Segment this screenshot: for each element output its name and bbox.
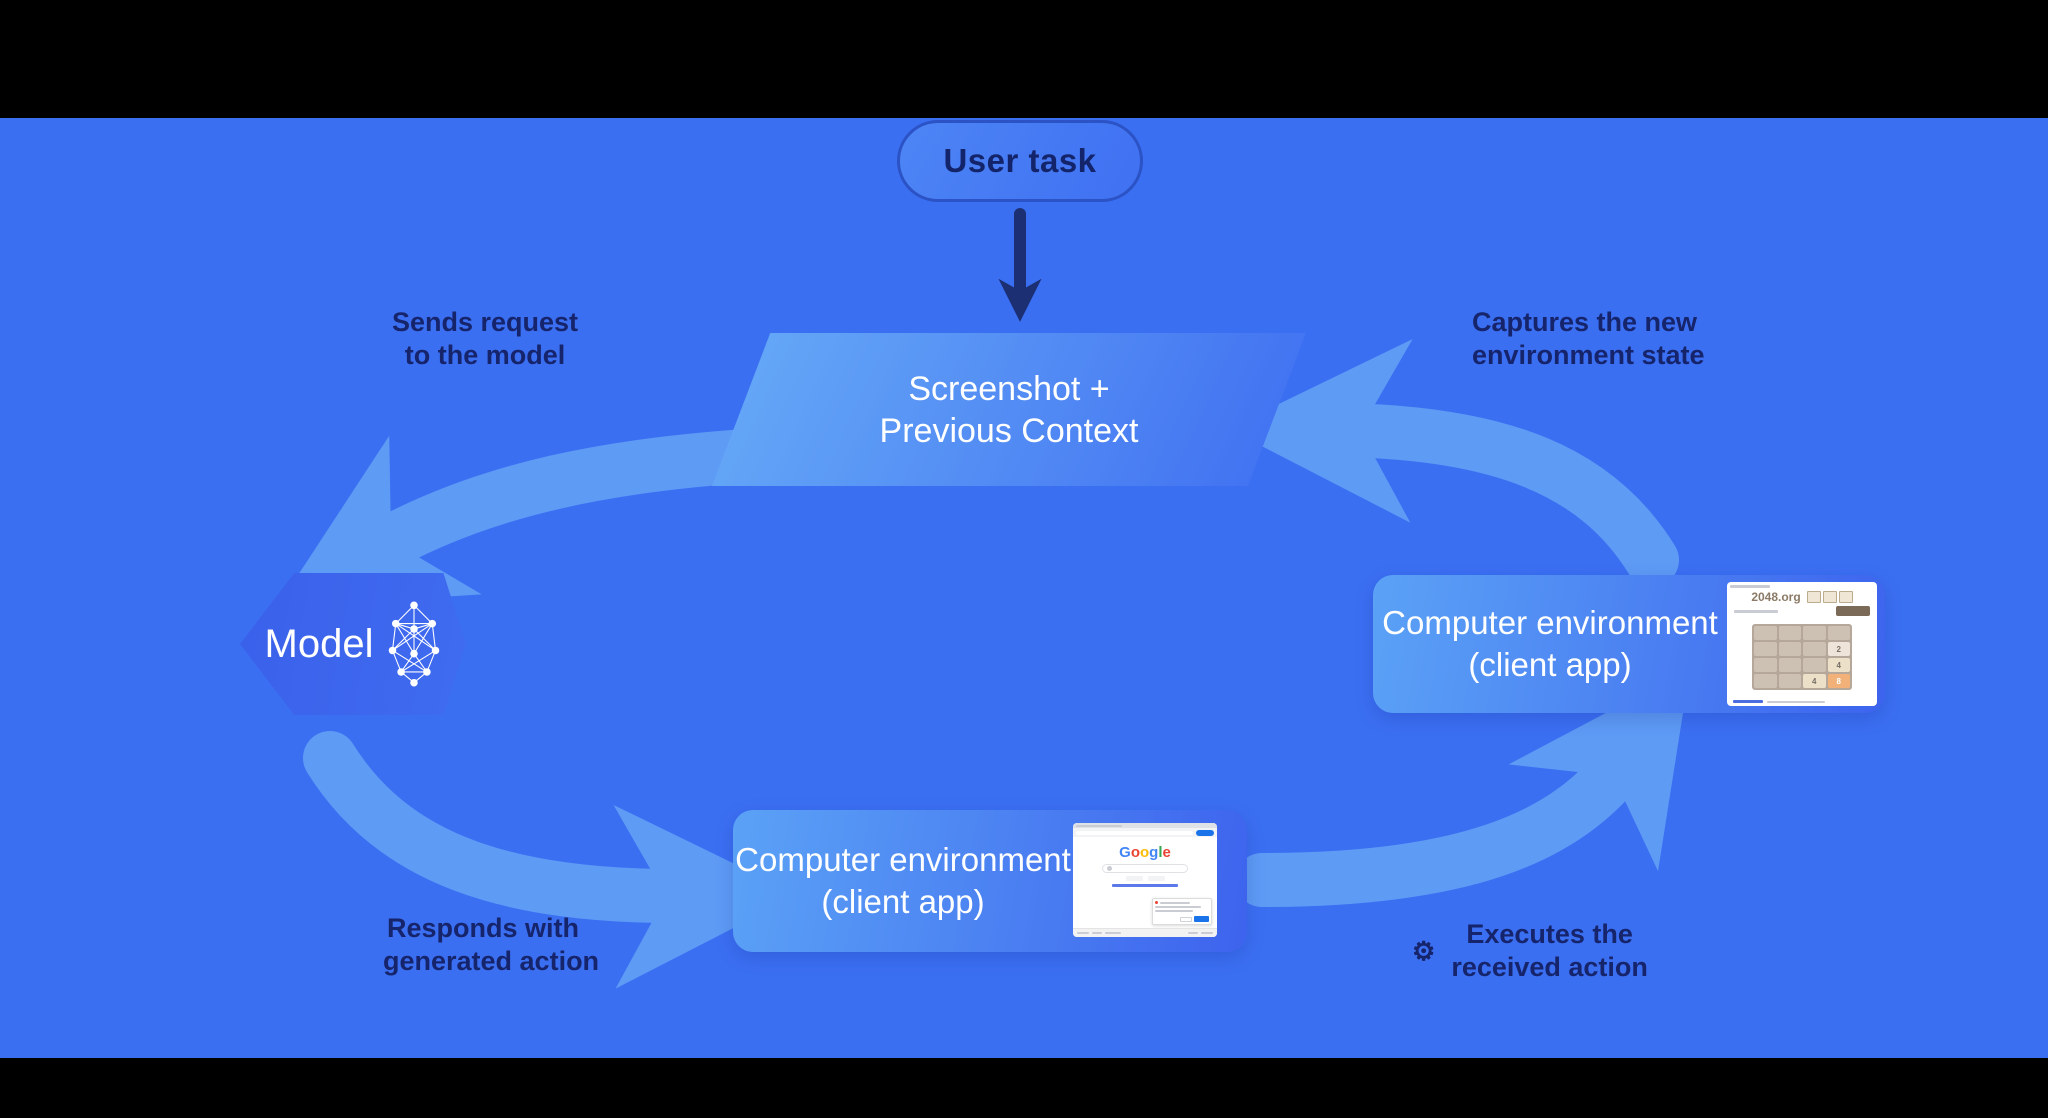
neural-network-icon — [389, 601, 440, 687]
instruction-text-bar — [1734, 609, 1778, 613]
user-task-label: User task — [943, 142, 1097, 179]
arrow-label-line: Captures the new — [1472, 307, 1698, 337]
dialog-text-bar — [1160, 901, 1190, 904]
arrow-label-line: generated action — [383, 946, 600, 976]
gear-icon: ⚙ — [1412, 935, 1436, 966]
cookie-secondary-button — [1180, 916, 1192, 922]
tile-8: 8 — [1827, 674, 1850, 688]
privacy-icon — [1155, 901, 1158, 904]
game-grid-2048: 2 4 4 8 — [1752, 624, 1852, 690]
search-icon — [1107, 866, 1112, 871]
screenshot-google-home: Google — [1073, 823, 1217, 937]
footer-link-bar — [1733, 700, 1763, 703]
search-button — [1125, 876, 1143, 881]
arrow-label-line: Sends request — [391, 307, 579, 337]
tab-title-bar — [1076, 824, 1122, 827]
dialog-text-bar — [1155, 910, 1193, 912]
environment-bottom-label: Computer environment (client app) — [733, 810, 1073, 952]
tile-4: 4 — [1803, 674, 1826, 688]
model-label: Model — [264, 621, 374, 666]
arrow-label-line: received action — [1451, 952, 1648, 982]
context-node: Screenshot + Previous Context — [712, 333, 1306, 486]
logo-letter: o — [1139, 844, 1150, 861]
browser-tab-bar — [1730, 585, 1770, 588]
footer-link-bar — [1188, 932, 1198, 934]
user-task-node: User task — [897, 120, 1143, 202]
grid-cell — [1778, 626, 1801, 640]
grid-cell — [1754, 642, 1777, 656]
cookie-dialog — [1152, 898, 1212, 925]
new-game-button — [1836, 606, 1870, 616]
logo-letter: e — [1162, 844, 1171, 861]
logo-letter: o — [1130, 844, 1140, 861]
footer-link-bar — [1105, 932, 1121, 934]
cookie-accept-button — [1194, 916, 1209, 922]
footer-link-bar — [1092, 932, 1102, 934]
grid-cell — [1754, 626, 1777, 640]
environment-bottom-label-line2: (client app) — [821, 883, 985, 920]
grid-cell — [1778, 658, 1801, 672]
environment-right-label: Computer environment (client app) — [1373, 575, 1727, 713]
google-logo: Google — [1073, 844, 1217, 861]
dialog-text-bar — [1155, 906, 1201, 908]
score-box — [1806, 591, 1821, 603]
site-title-2048: 2048.org — [1751, 590, 1801, 604]
lucky-button — [1147, 876, 1165, 881]
grid-cell — [1754, 674, 1777, 688]
footer-link-bar — [1077, 932, 1089, 934]
offered-language-link — [1112, 884, 1178, 887]
page-footer — [1073, 928, 1217, 937]
arrow-label-line: Executes the — [1466, 919, 1633, 949]
logo-letter: g — [1149, 844, 1159, 861]
arrow-label-line: environment state — [1472, 340, 1705, 370]
grid-cell — [1803, 642, 1826, 656]
arrow-label-captures-state: Captures the new environment state — [1472, 306, 1705, 372]
grid-cell — [1778, 674, 1801, 688]
footer-link-bar — [1201, 932, 1213, 934]
score-box — [1838, 591, 1853, 603]
model-node: Model — [240, 573, 466, 715]
arrow-label-line: to the model — [404, 340, 566, 370]
arrow-label-line: Responds with — [386, 913, 579, 943]
score-boxes — [1806, 591, 1853, 603]
environment-right-label-line1: Computer environment — [1382, 604, 1718, 641]
browser-address-bar — [1073, 828, 1217, 837]
environment-right-label-line2: (client app) — [1468, 646, 1632, 683]
tile-4: 4 — [1827, 658, 1850, 672]
logo-letter: l — [1158, 844, 1163, 861]
screenshot-2048-game: 2048.org 2 4 4 8 — [1727, 582, 1877, 706]
grid-cell — [1778, 642, 1801, 656]
context-label: Screenshot + Previous Context — [879, 369, 1139, 450]
arrow-label-executes-action: ⚙ Executes the received action — [1412, 918, 1672, 984]
footer-text-bar — [1767, 700, 1825, 703]
grid-cell — [1827, 626, 1850, 640]
logo-letter: G — [1119, 844, 1131, 861]
arrow-label-responds-action: Responds with generated action — [383, 912, 600, 978]
score-box — [1822, 591, 1837, 603]
grid-cell — [1803, 626, 1826, 640]
url-field — [1076, 830, 1193, 835]
browser-tab-strip — [1073, 823, 1217, 828]
search-input — [1102, 864, 1188, 873]
arrow-label-sends-request: Sends request to the model — [385, 306, 585, 372]
tile-2: 2 — [1827, 642, 1850, 656]
environment-bottom-label-line1: Computer environment — [735, 841, 1071, 878]
profile-button — [1196, 829, 1214, 836]
grid-cell — [1803, 658, 1826, 672]
grid-cell — [1754, 658, 1777, 672]
